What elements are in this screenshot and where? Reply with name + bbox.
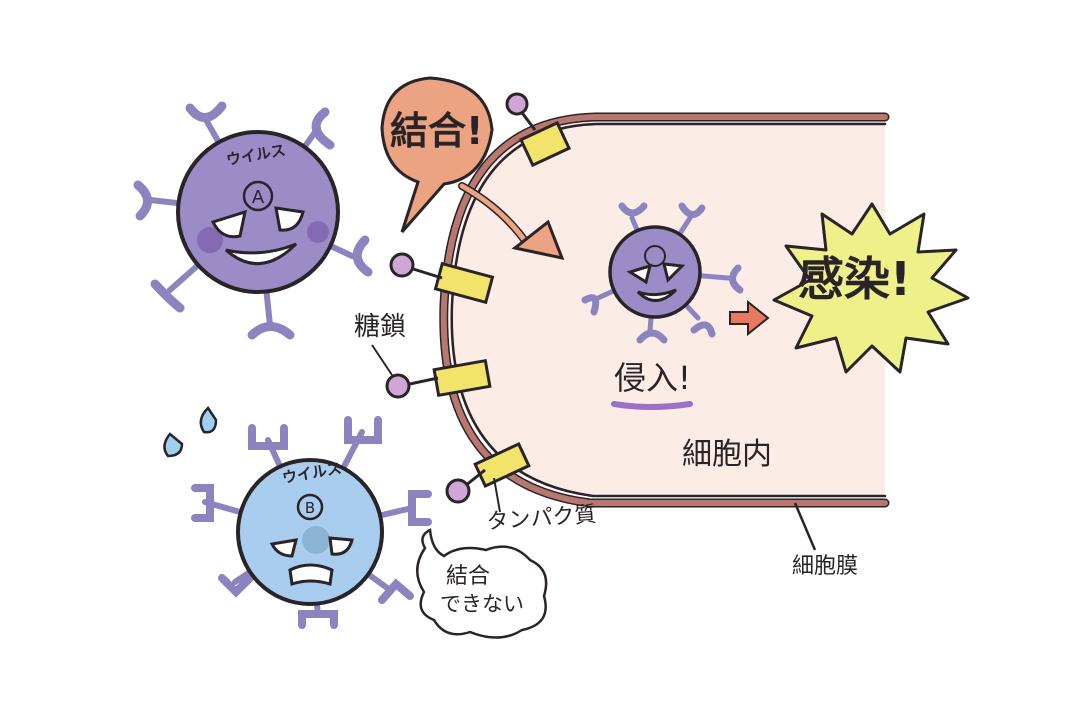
invasion-label: 侵入! [614, 359, 691, 397]
sugar-chains [385, 92, 537, 504]
sweat-drops [163, 406, 218, 458]
virus-a-mouth [225, 242, 298, 265]
invasion-underline [611, 401, 693, 410]
membrane-proteins [432, 120, 572, 489]
sweat-drop [163, 432, 184, 458]
infection-arrow [729, 299, 770, 337]
virus-a-letter-badge [242, 180, 274, 212]
cannot-bind-label-line2: できない [440, 592, 524, 616]
virus-a-inside-body [608, 225, 702, 319]
binding-label: 結合! [390, 109, 484, 153]
infection-label: 感染! [798, 252, 911, 306]
membrane-protein [518, 120, 572, 168]
sugar-chain [389, 252, 415, 278]
infection-burst [772, 202, 970, 374]
sweat-drop [199, 406, 218, 434]
sugar-chain [505, 92, 529, 116]
virus-a-eye-left [210, 209, 247, 239]
sugar-chain [445, 478, 471, 504]
virus-b-letter-badge [296, 493, 324, 521]
cannot-bind-label-line1: 結合 [446, 564, 491, 589]
virus-a-inside [581, 202, 744, 344]
protein-pointer-line [493, 477, 501, 513]
sugar-chain [385, 373, 411, 399]
virus-b: B [191, 416, 432, 629]
cell-membrane-label: 細胞膜 [792, 554, 859, 579]
virus-a-body [176, 130, 340, 294]
virus-a-letter: A [252, 187, 265, 208]
binding-bubble [380, 76, 494, 233]
virus-a-eye-right [274, 206, 305, 232]
membrane-protein [432, 358, 492, 398]
virus-a: A [133, 101, 373, 340]
membrane-pointer-line [793, 502, 817, 551]
cannot-bind-bubble [416, 528, 548, 639]
sugar-chain-label: 糖鎖 [354, 312, 407, 342]
cell-interior-label: 細胞内 [682, 437, 772, 472]
virus-b-letter: B [305, 499, 315, 517]
sugar-pointer-line [371, 344, 393, 376]
